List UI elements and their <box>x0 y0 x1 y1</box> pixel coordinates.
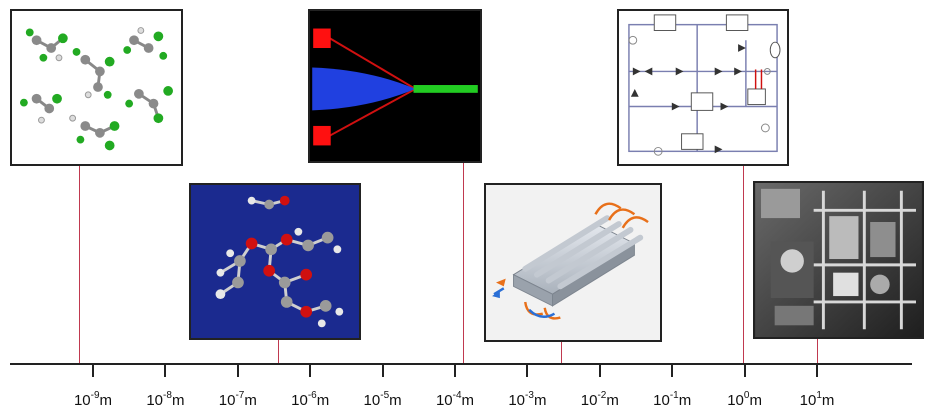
axis-tick <box>671 365 674 377</box>
axis-tick-label: 10-8m <box>146 390 185 409</box>
axis-tick-label: 10-4m <box>435 390 475 409</box>
micro-nozzle-jet-icon <box>310 11 480 161</box>
axis-tick-label: 100m <box>727 390 762 409</box>
axis-tick-label: 10-7m <box>218 390 257 409</box>
scale-axis-line <box>10 363 912 365</box>
axis-tick <box>743 365 746 377</box>
connector-apparatus <box>817 339 818 363</box>
axis-tick-label: 10-5m <box>363 390 402 409</box>
axis-tick-label: 10-6m <box>291 390 330 409</box>
microchannel-heat-exchanger-icon <box>486 185 660 340</box>
halogenated-molecules-panel <box>10 9 183 166</box>
axis-tick-label: 101m <box>799 390 835 409</box>
lab-apparatus-panel <box>753 181 924 339</box>
lab-apparatus-photo-icon <box>755 183 922 337</box>
axis-tick-label: 10-3m <box>508 390 547 409</box>
connector-heat-exchanger <box>561 342 562 363</box>
molecular-structure-panel <box>189 183 361 340</box>
axis-tick <box>598 365 601 377</box>
connector-flow-schematic <box>743 166 744 363</box>
axis-tick-label: 10-9m <box>73 390 113 409</box>
axis-tick <box>454 365 456 377</box>
axis-tick-label: 10-2m <box>580 390 619 409</box>
axis-tick <box>164 365 167 377</box>
molecular-structure-icon <box>191 185 359 338</box>
micro-nozzle-panel <box>308 9 482 163</box>
connector-molecules <box>79 163 80 363</box>
connector-nozzle <box>463 163 464 363</box>
axis-tick <box>381 365 384 377</box>
axis-tick-label: 10-1m <box>653 390 692 409</box>
connector-crystal <box>278 340 279 363</box>
heat-exchanger-panel <box>484 183 662 342</box>
axis-tick <box>92 365 94 377</box>
flow-schematic-panel <box>617 9 789 166</box>
halogenated-molecules-icon <box>12 11 181 164</box>
axis-tick <box>526 365 529 377</box>
axis-tick <box>236 365 239 377</box>
axis-tick <box>309 365 312 377</box>
process-schematic-icon <box>619 11 787 164</box>
axis-tick <box>816 365 818 377</box>
